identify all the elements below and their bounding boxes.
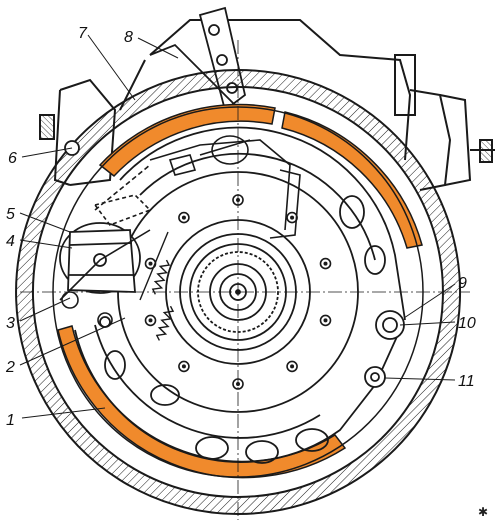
upper-right-lining [281,111,423,249]
center-lines [20,40,470,520]
hub-bolt-center [290,215,295,220]
hub-bolt-center [290,364,295,369]
callout-1: 1 [6,412,15,429]
callout-7: 7 [78,25,88,42]
callout-2: 2 [5,359,15,376]
brake-linings [57,103,423,479]
callout-3: 3 [6,315,15,332]
callout-4: 4 [6,233,15,250]
hub-bolt-center [323,261,328,266]
hub-bolt-center [181,364,186,369]
callout-8: 8 [124,29,133,46]
upper-lining [98,103,276,178]
brake-drum [15,69,462,515]
expander-cam [59,222,141,294]
corner-mark: ✱ [478,505,488,519]
hub-bolt-center [148,318,153,323]
callout-11: 11 [458,373,475,390]
upper-hardware [149,135,301,239]
callout-labels: 1 2 3 4 5 6 7 8 9 10 11 [5,25,476,429]
leader-lines [19,34,456,419]
callout-9: 9 [458,275,467,292]
hub-bolt-center [148,261,153,266]
hub-bolt-center [181,215,186,220]
callout-6: 6 [8,150,17,167]
return-springs [139,231,175,341]
brake-shoes [74,126,406,464]
hub-bolt-center [323,318,328,323]
callout-10: 10 [458,315,476,332]
adjuster-linkage [59,164,152,328]
callout-5: 5 [6,206,15,223]
